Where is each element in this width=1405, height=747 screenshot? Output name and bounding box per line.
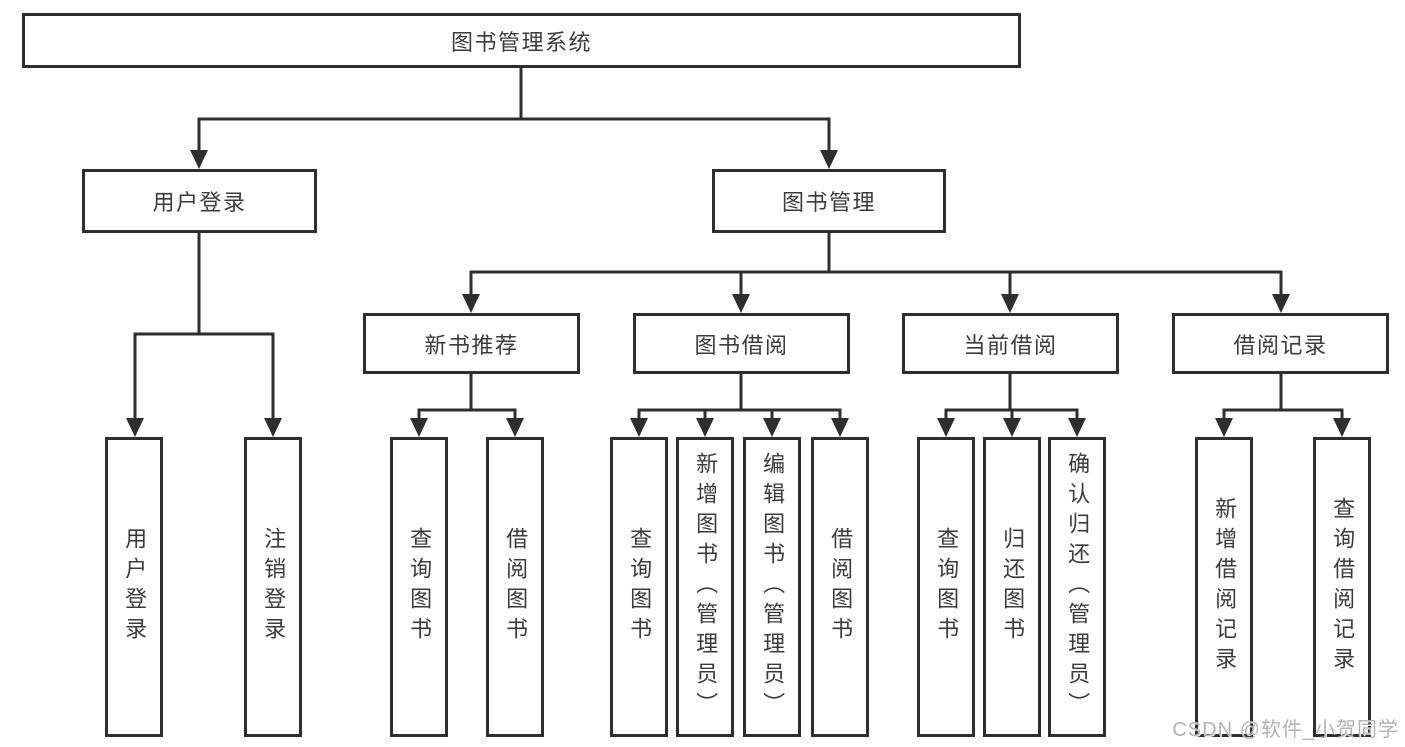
node-user-login-branch: 用户登录	[82, 169, 317, 233]
leaf-current-return-books: 归还图书	[983, 437, 1041, 737]
leaf-user-login-label: 用户登录	[122, 527, 148, 647]
leaf-current-query-books: 查询图书	[917, 437, 975, 737]
connector-root-to-level2	[190, 66, 838, 169]
node-borrowing-records: 借阅记录	[1172, 313, 1389, 374]
leaf-current-return-books-label: 归还图书	[1000, 527, 1026, 647]
node-new-book-recommend: 新书推荐	[363, 313, 580, 374]
leaf-borrow-edit-books-admin: 编辑图书（管理员）	[743, 437, 801, 737]
connector-book-management-branch	[462, 231, 1290, 313]
leaf-borrow-add-books-admin: 新增图书（管理员）	[676, 437, 734, 737]
leaf-borrow-edit-books-admin-label: 编辑图书（管理员）	[760, 452, 786, 722]
leaf-logout-label: 注销登录	[261, 527, 287, 647]
node-book-borrowing-label: 图书借阅	[694, 332, 789, 358]
leaf-logout: 注销登录	[244, 437, 302, 737]
connector-current-borrowing-branch	[937, 372, 1086, 437]
connector-new-book-branch	[410, 372, 524, 437]
node-library-system: 图书管理系统	[22, 13, 1021, 68]
node-current-borrowing-label: 当前借阅	[963, 332, 1058, 358]
leaf-newbook-borrow-books-label: 借阅图书	[503, 527, 529, 647]
leaf-borrow-query-books-label: 查询图书	[627, 527, 653, 647]
csdn-watermark: CSDN @软件_小贺同学	[1172, 719, 1399, 741]
connector-borrowing-records-branch	[1215, 372, 1351, 437]
leaf-current-confirm-return-admin-label: 确认归还（管理员）	[1065, 452, 1091, 722]
connector-book-borrowing-branch	[630, 372, 849, 437]
leaf-current-query-books-label: 查询图书	[934, 527, 960, 647]
node-book-management-label: 图书管理	[781, 190, 876, 215]
node-new-book-recommend-label: 新书推荐	[424, 332, 519, 358]
leaf-records-query-record-label: 查询借阅记录	[1330, 497, 1356, 677]
connector-user-login-branch	[126, 231, 282, 437]
node-book-management: 图书管理	[712, 169, 946, 233]
leaf-borrow-borrow-books: 借阅图书	[811, 437, 869, 737]
leaf-current-confirm-return-admin: 确认归还（管理员）	[1048, 437, 1106, 737]
node-user-login-branch-label: 用户登录	[152, 190, 247, 215]
node-current-borrowing: 当前借阅	[902, 313, 1119, 374]
leaf-borrow-borrow-books-label: 借阅图书	[828, 527, 854, 647]
leaf-newbook-borrow-books: 借阅图书	[486, 437, 544, 737]
node-book-borrowing: 图书借阅	[633, 313, 850, 374]
node-library-system-label: 图书管理系统	[450, 29, 592, 55]
node-borrowing-records-label: 借阅记录	[1233, 332, 1328, 358]
leaf-borrow-add-books-admin-label: 新增图书（管理员）	[693, 452, 719, 722]
leaf-newbook-query-books: 查询图书	[390, 437, 448, 737]
leaf-records-add-record: 新增借阅记录	[1195, 437, 1253, 737]
leaf-borrow-query-books: 查询图书	[610, 437, 668, 737]
leaf-user-login: 用户登录	[105, 437, 163, 737]
leaf-newbook-query-books-label: 查询图书	[407, 527, 433, 647]
leaf-records-query-record: 查询借阅记录	[1313, 437, 1371, 737]
leaf-records-add-record-label: 新增借阅记录	[1212, 497, 1238, 677]
